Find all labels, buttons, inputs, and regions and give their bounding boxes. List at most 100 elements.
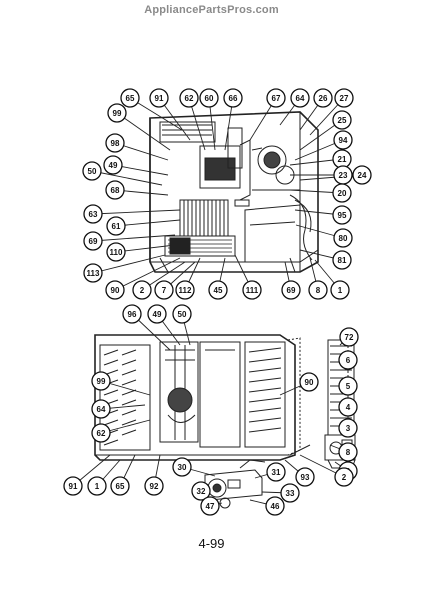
callout-number: 27: [340, 94, 349, 103]
callout-bottom-72: 72: [339, 327, 359, 347]
callout-number: 98: [111, 139, 120, 148]
callout-number: 94: [339, 136, 348, 145]
callout-bottom-1: 1: [87, 476, 107, 496]
callout-top-112: 112: [175, 280, 195, 300]
callout-number: 1: [95, 482, 100, 491]
callout-number: 23: [339, 171, 348, 180]
callout-bottom-3: 3: [338, 418, 358, 438]
callout-circle: [179, 88, 199, 108]
leader-line-top-63: [92, 209, 181, 215]
callout-bottom-47: 47: [200, 496, 220, 516]
leader-line-top-113: [92, 254, 166, 274]
callout-number: 2: [342, 473, 347, 482]
callout-circle: [63, 476, 83, 496]
callout-bottom-46: 46: [265, 496, 285, 516]
callout-number: 8: [346, 448, 351, 457]
callout-top-65: 65: [120, 88, 140, 108]
callout-top-20: 20: [332, 183, 352, 203]
callout-number: 61: [112, 222, 121, 231]
callout-circle: [154, 280, 174, 300]
callout-top-26: 26: [313, 88, 333, 108]
callout-top-81: 81: [332, 250, 352, 270]
callout-number: 113: [87, 269, 100, 278]
callout-number: 30: [178, 463, 187, 472]
callout-circle: [313, 88, 333, 108]
callout-number: 7: [162, 286, 167, 295]
callout-circle: [83, 204, 103, 224]
callout-top-62: 62: [179, 88, 199, 108]
callout-number: 21: [338, 155, 347, 164]
callout-top-8: 8: [308, 280, 328, 300]
callout-circle: [107, 103, 127, 123]
leader-line-top-69: [92, 234, 176, 242]
leader-line-top-90: [114, 257, 181, 291]
callout-number: 24: [358, 171, 367, 180]
watermark: AppliancePartsPros.com: [144, 4, 279, 16]
callout-number: 3: [346, 424, 351, 433]
callout-number: 81: [338, 256, 347, 265]
callout-bottom-2: 2: [334, 467, 354, 487]
top-evaporator-coil: [179, 199, 229, 237]
callout-number: 62: [185, 94, 194, 103]
callout-number: 69: [287, 286, 296, 295]
bottom-evaporator-coil: [244, 341, 286, 448]
callout-circle: [83, 231, 103, 251]
callout-bottom-5: 5: [338, 376, 358, 396]
callout-number: 49: [153, 310, 162, 319]
callout-top-45: 45: [208, 280, 228, 300]
leader-line-top-50: [91, 170, 163, 186]
callout-bottom-65: 65: [110, 476, 130, 496]
callout-top-113: 113: [83, 263, 103, 283]
callout-circle: [110, 476, 130, 496]
callout-circle: [103, 155, 123, 175]
callout-circle: [149, 88, 169, 108]
callout-top-27: 27: [334, 88, 354, 108]
callout-circle: [333, 130, 353, 150]
callout-bottom-90: 90: [299, 372, 319, 392]
callout-number: 91: [155, 94, 164, 103]
leader-line-top-110: [115, 244, 176, 253]
callout-circle: [223, 88, 243, 108]
callout-number: 50: [178, 310, 187, 319]
callout-circle: [82, 161, 102, 181]
callout-circle: [106, 216, 126, 236]
callout-number: 68: [111, 186, 120, 195]
callout-bottom-92: 92: [144, 476, 164, 496]
callout-number: 60: [205, 94, 214, 103]
callout-bottom-49: 49: [147, 304, 167, 324]
callout-circle: [308, 280, 328, 300]
bottom-condenser-coil: [99, 344, 151, 451]
callout-number: 26: [319, 94, 328, 103]
callout-number: 67: [272, 94, 281, 103]
callout-circle: [299, 372, 319, 392]
page-number: 4-99: [198, 536, 225, 551]
callout-number: 2: [140, 286, 145, 295]
callout-number: 64: [296, 94, 305, 103]
callout-circle: [330, 280, 350, 300]
bottom-assembly-drawing: [94, 334, 311, 461]
callout-bottom-33: 33: [280, 483, 300, 503]
callout-top-94: 94: [333, 130, 353, 150]
callout-number: 33: [286, 489, 295, 498]
callout-circle: [332, 205, 352, 225]
callout-number: 95: [338, 211, 347, 220]
callout-bottom-50: 50: [172, 304, 192, 324]
callout-circle: [91, 371, 111, 391]
callout-circle: [208, 280, 228, 300]
callout-top-60: 60: [199, 88, 219, 108]
callout-top-21: 21: [332, 149, 352, 169]
callout-number: 72: [345, 333, 354, 342]
callout-number: 25: [338, 116, 347, 125]
callout-number: 64: [97, 405, 106, 414]
callout-number: 112: [179, 286, 192, 295]
callout-circle: [242, 280, 262, 300]
callout-number: 62: [97, 429, 106, 438]
callout-number: 45: [214, 286, 223, 295]
callout-number: 6: [346, 356, 351, 365]
callout-number: 31: [272, 468, 281, 477]
callout-top-69: 69: [281, 280, 301, 300]
callout-circle: [339, 327, 359, 347]
callout-circle: [338, 442, 358, 462]
callout-number: 111: [246, 286, 259, 295]
callout-number: 110: [110, 248, 123, 257]
